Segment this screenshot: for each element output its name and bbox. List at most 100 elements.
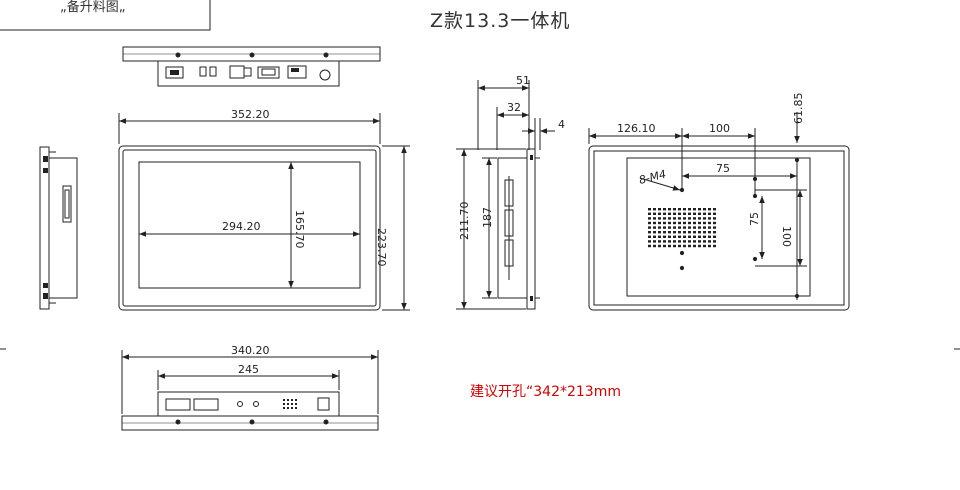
vent-slot [693, 240, 696, 243]
vent-slot [683, 208, 686, 211]
vent-slot [648, 212, 651, 215]
vent-slot [653, 212, 656, 215]
vent-slot [663, 240, 666, 243]
vent-slot [653, 244, 656, 248]
dim-front-width: 352.20 [231, 108, 270, 121]
vent-slot [673, 231, 676, 234]
vent-slot [668, 208, 671, 211]
vent-slot [688, 226, 691, 229]
vent-slot [678, 221, 681, 225]
vent-slot [678, 240, 681, 243]
vent-slot [708, 231, 711, 234]
vent-slot [658, 226, 661, 229]
vent-slot [668, 240, 671, 243]
vent-slot [693, 217, 696, 220]
left-side-view [39, 146, 78, 310]
vent-slot [683, 217, 686, 220]
vent-slot [658, 244, 661, 248]
vent-slot [653, 217, 656, 220]
vent-slot [673, 208, 676, 211]
vent-slot [698, 240, 701, 243]
vent-slot [688, 231, 691, 234]
vent-slot [703, 221, 706, 225]
vent-slot [658, 208, 661, 211]
vent-slot [698, 226, 701, 229]
dim-side-depth-body: 32 [507, 101, 521, 114]
vent-slot [663, 231, 666, 234]
corner-box-label: „备升料图„ [60, 0, 126, 15]
vent-slot [668, 212, 671, 215]
vent-slot [668, 217, 671, 220]
vent-slot [648, 235, 651, 238]
dim-side-bezel: 4 [558, 118, 565, 131]
top-view [122, 46, 381, 87]
vent-slot [683, 244, 686, 248]
vent-slot [663, 221, 666, 225]
vent-slot [673, 244, 676, 248]
vent-slot [713, 217, 716, 220]
vent-slot [688, 240, 691, 243]
vent-slot [698, 217, 701, 220]
vent-slot [708, 240, 711, 243]
vent-slot [648, 244, 651, 248]
vent-slot [648, 208, 651, 211]
vent-slot [688, 217, 691, 220]
vent-slot [698, 231, 701, 234]
vent-slot [648, 231, 651, 234]
dim-side-depth-total: 51 [516, 74, 530, 87]
vent-slot [663, 226, 666, 229]
dim-side-inner-height: 187 [481, 207, 494, 228]
vent-slot [653, 231, 656, 234]
vent-slot [693, 244, 696, 248]
vent-slot [658, 235, 661, 238]
vent-slot [693, 208, 696, 211]
vent-slot [693, 226, 696, 229]
dim-back-hole-sub-x: 75 [716, 162, 730, 175]
vent-slot [678, 217, 681, 220]
vent-slot [708, 226, 711, 229]
vent-slot [713, 212, 716, 215]
vent-slot [668, 231, 671, 234]
vent-slot [668, 226, 671, 229]
dim-back-hole-spacing-y: 100 [780, 226, 793, 247]
vent-slot [703, 244, 706, 248]
vent-slot [648, 217, 651, 220]
vent-slot [683, 226, 686, 229]
vent-slot [688, 208, 691, 211]
vent-slot [658, 212, 661, 215]
dim-back-hole-spacing-x: 100 [709, 122, 730, 135]
vent-slot [693, 212, 696, 215]
vent-slot [708, 212, 711, 215]
vent-slot [668, 235, 671, 238]
vent-slot [683, 235, 686, 238]
dim-side-outer-height: 211.70 [458, 202, 471, 241]
vent-slot [658, 221, 661, 225]
vent-slot [703, 240, 706, 243]
back-view [588, 112, 850, 311]
vent-slot [688, 221, 691, 225]
vent-slot [673, 235, 676, 238]
dim-back-hole-sub-y: 75 [748, 212, 761, 226]
vent-slot [683, 240, 686, 243]
vent-slot [703, 208, 706, 211]
vent-slot [703, 231, 706, 234]
vent-slot [693, 235, 696, 238]
vent-slot [673, 217, 676, 220]
vent-slot [713, 240, 716, 243]
vent-slot [653, 208, 656, 211]
vent-slot [693, 221, 696, 225]
vent-slot [698, 235, 701, 238]
vent-slot [683, 212, 686, 215]
vent-slot [683, 221, 686, 225]
bottom-view [121, 350, 379, 431]
dim-back-top-offset: 61.85 [792, 93, 805, 125]
vent-slot [678, 208, 681, 211]
vent-slot [673, 212, 676, 215]
vent-slot [648, 226, 651, 229]
corner-box [0, 0, 211, 31]
vent-slot [673, 221, 676, 225]
vent-slot [653, 221, 656, 225]
vent-slot [703, 226, 706, 229]
front-view [118, 113, 410, 311]
